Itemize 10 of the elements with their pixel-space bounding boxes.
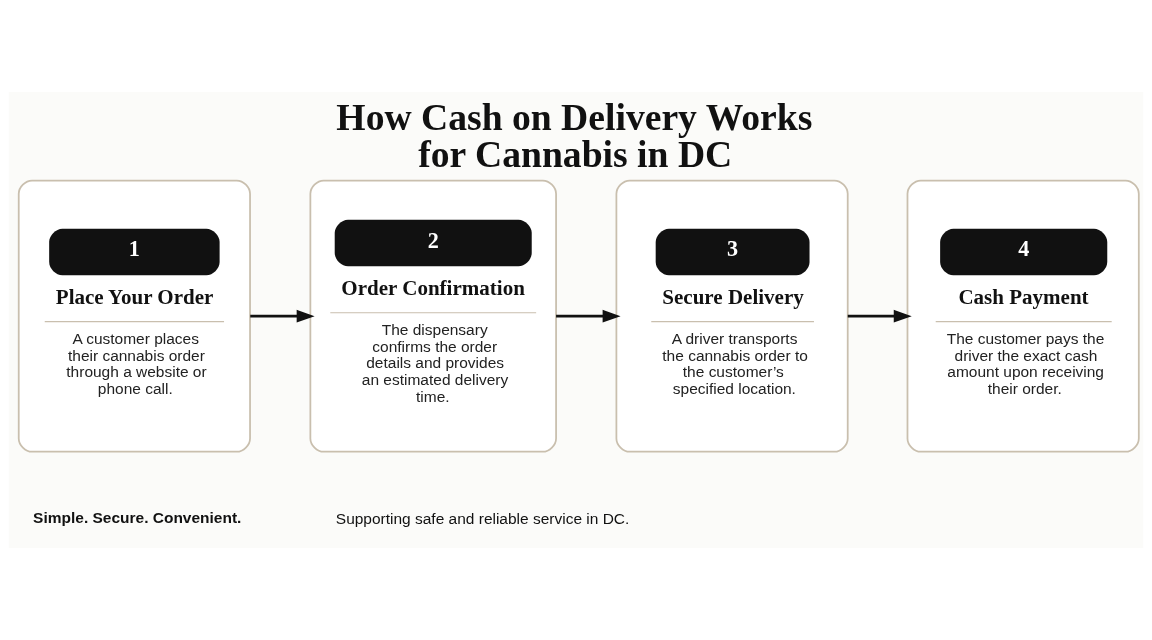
label: Simple. Secure. Convenient. bbox=[33, 508, 242, 526]
diagram-title: How Cash on Delivery Works for Cannabis in DC bbox=[336, 95, 813, 176]
node-box: 1 Place Your Order A customer places their cannabis order through a website or phone call. bbox=[17, 179, 251, 453]
node-box: 3 Secure Delivery A driver transports the cannabis order to the customer’s specified location. bbox=[615, 179, 849, 453]
arrow bbox=[556, 309, 621, 323]
node-box: 4 Cash Payment The customer pays the driver the exact cash amount upon receiving their order. bbox=[906, 179, 1140, 453]
arrow bbox=[847, 309, 912, 323]
node-box: 2 Order Confirmation The dispensary confirms the order details and provides an estimated delivery time. bbox=[309, 179, 557, 453]
label: Supporting safe and reliable service in DC. bbox=[335, 509, 630, 527]
arrow bbox=[250, 309, 315, 323]
